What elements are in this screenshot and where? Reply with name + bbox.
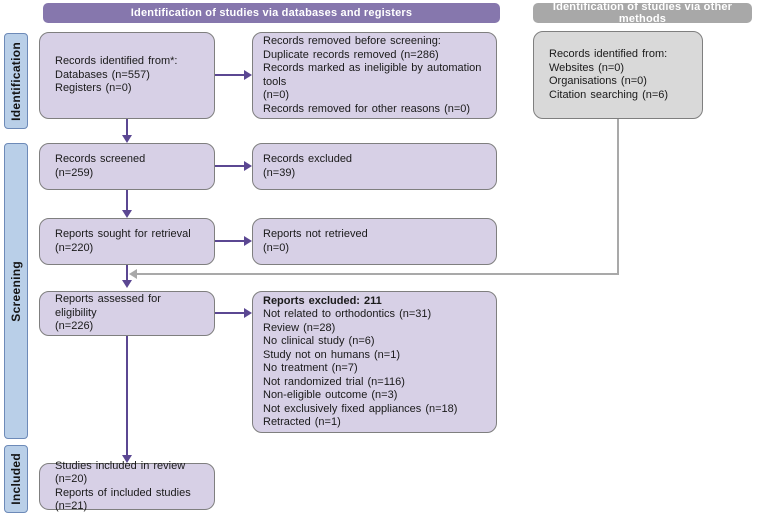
header-databases-registers: Identification of studies via databases … <box>43 3 500 23</box>
box-line: No treatment (n=7) <box>263 362 358 374</box>
box-line: Reports of included studies (n=21) <box>55 486 191 513</box>
box-line: Databases (n=557) <box>55 68 150 81</box>
arrow-head-left <box>129 269 137 279</box>
box-records-screened: Records screened(n=259) <box>39 143 215 190</box>
box-line: Records removed before screening: <box>263 35 441 47</box>
box-reports-not-retrieved: Reports not retrieved(n=0) <box>252 218 497 265</box>
stage-label-screening-text: Screening <box>9 260 23 322</box>
arrow-head-down <box>122 280 132 288</box>
arrow-line <box>126 190 128 210</box>
box-line: Reports assessed for eligibility <box>55 293 161 319</box>
arrow-head-down <box>122 210 132 218</box>
stage-label-included: Included <box>4 445 28 513</box>
box-line: Citation searching (n=6) <box>549 88 669 101</box>
arrow-head-right <box>244 70 252 80</box>
box-line: Non-eligible outcome (n=3) <box>263 389 398 401</box>
box-line: Records identified from: <box>549 48 668 60</box>
stage-label-included-text: Included <box>9 453 23 505</box>
stage-label-identification-text: Identification <box>9 41 23 121</box>
box-line: Websites (n=0) <box>549 61 625 74</box>
box-included-studies: Studies included in review (n=20)Reports… <box>39 459 215 513</box>
header-other-methods: Identification of studies via other meth… <box>533 1 752 25</box>
box-line: (n=0) <box>263 89 289 101</box>
box-line: (n=220) <box>55 241 94 254</box>
box-line: Study not on humans (n=1) <box>263 348 400 361</box>
box-line: Duplicate records removed (n=286) <box>263 48 439 61</box>
arrow-line <box>215 165 244 167</box>
box-reports-assessed: Reports assessed for eligibility(n=226) <box>39 291 215 336</box>
arrow-line-vertical <box>617 119 619 275</box>
arrow-line <box>215 74 244 76</box>
arrow-line <box>215 240 244 242</box>
box-line: Records screened <box>55 153 146 165</box>
box-line: Retracted (n=1) <box>263 416 341 428</box>
box-line: Records excluded <box>263 153 353 165</box>
arrow-head-right <box>244 236 252 246</box>
box-line: No clinical study (n=6) <box>263 335 375 347</box>
arrow-line-horizontal <box>137 273 618 275</box>
box-line: Records identified from*: <box>55 55 178 68</box>
stage-label-identification: Identification <box>4 33 28 129</box>
arrow-head-down <box>122 135 132 143</box>
box-line: Review (n=28) <box>263 321 336 334</box>
arrow-line <box>126 336 128 455</box>
box-line: Records marked as ineligible by automati… <box>263 62 482 88</box>
box-line: Registers (n=0) <box>55 82 132 95</box>
box-other-records-identified: Records identified from:Websites (n=0)Or… <box>533 31 703 119</box>
box-line: (n=39) <box>263 166 296 179</box>
box-line: Organisations (n=0) <box>549 75 647 87</box>
box-line: Not related to orthodontics (n=31) <box>263 308 432 320</box>
box-line: (n=0) <box>263 241 289 254</box>
box-reports-excluded-title: Reports excluded: 211 <box>263 294 382 307</box>
arrow-line <box>126 119 128 136</box>
box-reports-excluded: Reports excluded: 211 Not related to ort… <box>252 291 497 433</box>
box-line: Reports sought for retrieval <box>55 228 191 240</box>
box-records-removed: Records removed before screening:Duplica… <box>252 32 497 119</box>
arrow-head-down <box>122 455 132 463</box>
box-line: Records removed for other reasons (n=0) <box>263 102 471 115</box>
box-records-identified: Records identified from*:Databases (n=55… <box>39 32 215 119</box>
arrow-head-right <box>244 161 252 171</box>
box-line: Studies included in review (n=20) <box>55 459 186 486</box>
box-records-excluded: Records excluded(n=39) <box>252 143 497 190</box>
box-line: (n=226) <box>55 320 94 333</box>
arrow-line <box>126 265 128 280</box>
arrow-head-right <box>244 308 252 318</box>
stage-label-screening: Screening <box>4 143 28 439</box>
box-line: Reports not retrieved <box>263 228 368 240</box>
box-line: Not exclusively fixed appliances (n=18) <box>263 402 458 415</box>
box-reports-sought: Reports sought for retrieval(n=220) <box>39 218 215 265</box>
box-line: Not randomized trial (n=116) <box>263 375 405 388</box>
arrow-line <box>215 312 244 314</box>
box-reports-excluded-lines: Not related to orthodontics (n=31)Review… <box>263 308 488 430</box>
box-line: (n=259) <box>55 166 94 179</box>
